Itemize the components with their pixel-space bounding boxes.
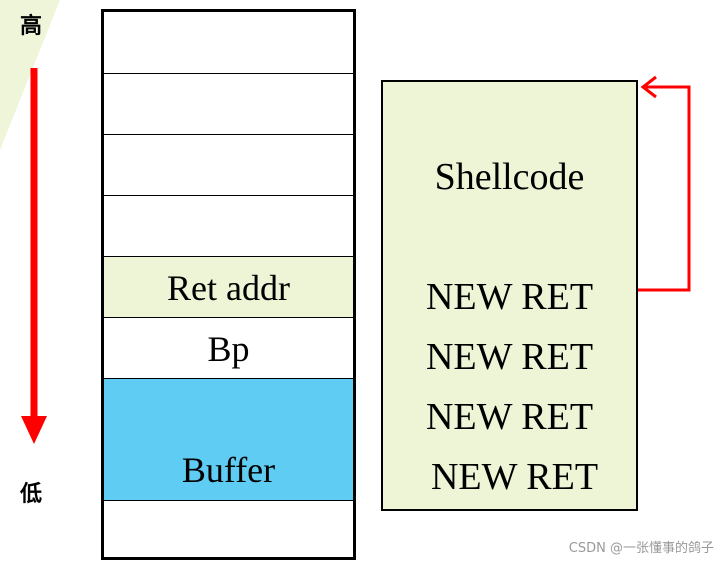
buffer-cell-upper (104, 378, 353, 440)
stack-cell-3 (104, 134, 353, 196)
return-pointer-line (638, 85, 691, 292)
new-ret-line-1: NEW RET (425, 276, 594, 318)
stack-cell-bottom (104, 500, 353, 558)
new-ret-line-3: NEW RET (425, 396, 594, 438)
return-pointer-arrowhead (640, 75, 657, 99)
high-address-label: 高 (20, 14, 43, 39)
low-address-label: 低 (20, 482, 43, 507)
arrow-head (21, 416, 47, 444)
stack-cell-1 (104, 12, 353, 73)
ret-addr-cell: Ret addr (104, 256, 353, 318)
shellcode-payload-box: Shellcode NEW RET NEW RET NEW RET NEW RE… (381, 80, 638, 511)
stack-cell-4 (104, 195, 353, 257)
new-ret-line-2: NEW RET (425, 336, 594, 378)
stack-diagram: Ret addr Bp Buffer (101, 9, 356, 560)
stack-cell-2 (104, 73, 353, 135)
shellcode-label: Shellcode (434, 156, 585, 198)
decorative-background-wedge (0, 0, 60, 150)
new-ret-line-4: NEW RET (430, 456, 599, 498)
buffer-cell: Buffer (104, 439, 353, 500)
watermark: CSDN @一张懂事的鸽子 (568, 541, 714, 556)
bp-cell: Bp (104, 317, 353, 379)
